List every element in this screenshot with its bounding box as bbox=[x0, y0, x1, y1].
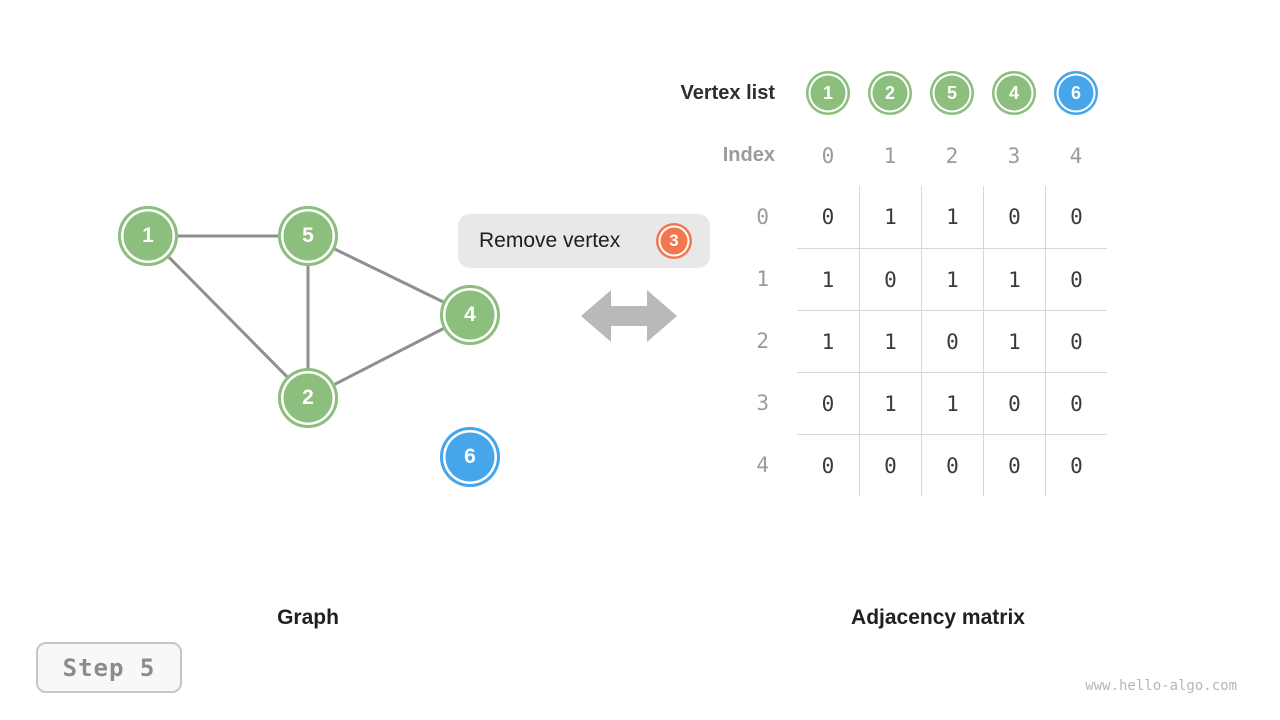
graph-node-4: 4 bbox=[440, 285, 500, 345]
matrix-cell: 0 bbox=[983, 434, 1045, 496]
matrix-cell: 0 bbox=[921, 434, 983, 496]
vertex-list-label: Vertex list bbox=[680, 81, 775, 104]
matrix-cell: 0 bbox=[983, 372, 1045, 434]
matrix-row-label: 4 bbox=[756, 453, 769, 477]
graph-node-6: 6 bbox=[440, 427, 500, 487]
operation-label: Remove vertex bbox=[479, 229, 621, 252]
matrix-cell: 0 bbox=[1045, 248, 1107, 310]
adjacency-matrix-panel: Vertex list 1 2 5 4 6 Index 0 1 2 3 4 0 … bbox=[640, 61, 1107, 496]
matrix-row-label: 2 bbox=[756, 329, 769, 353]
vertex-list-item: 5 bbox=[921, 61, 983, 125]
vertex-circle-1: 1 bbox=[806, 71, 850, 115]
index-value: 4 bbox=[1069, 143, 1083, 168]
vertex-circle-4: 4 bbox=[992, 71, 1036, 115]
vertex-list-item: 4 bbox=[983, 61, 1045, 125]
matrix-cell: 0 bbox=[983, 186, 1045, 248]
vertex-list-item: 6 bbox=[1045, 61, 1107, 125]
matrix-cell: 1 bbox=[983, 248, 1045, 310]
matrix-cell: 1 bbox=[921, 372, 983, 434]
matrix-cell: 0 bbox=[1045, 186, 1107, 248]
watermark: www.hello-algo.com bbox=[1085, 678, 1237, 694]
matrix-cell: 0 bbox=[921, 310, 983, 372]
double-arrow-icon bbox=[581, 290, 677, 342]
index-value: 0 bbox=[821, 143, 835, 168]
matrix-row-label: 1 bbox=[756, 267, 769, 291]
edge-1-2 bbox=[146, 234, 310, 400]
graph-node-label: 5 bbox=[302, 224, 314, 247]
matrix-cell: 1 bbox=[859, 372, 921, 434]
remove-vertex-button: Remove vertex 3 bbox=[458, 214, 710, 268]
matrix-cell: 0 bbox=[1045, 310, 1107, 372]
matrix-cell: 1 bbox=[983, 310, 1045, 372]
matrix-cell: 0 bbox=[859, 434, 921, 496]
index-value: 2 bbox=[945, 143, 959, 168]
vertex-circle-2: 2 bbox=[868, 71, 912, 115]
graph-node-2: 2 bbox=[278, 368, 338, 428]
matrix-cell: 0 bbox=[1045, 372, 1107, 434]
matrix-cell: 1 bbox=[797, 310, 859, 372]
matrix-row-label: 0 bbox=[756, 205, 769, 229]
step-indicator: Step 5 bbox=[36, 642, 182, 693]
step-label: Step 5 bbox=[62, 653, 156, 682]
index-value: 3 bbox=[1007, 143, 1021, 168]
matrix-caption: Adjacency matrix bbox=[851, 606, 1025, 629]
graph-node-1: 1 bbox=[118, 206, 178, 266]
matrix-cell: 0 bbox=[797, 434, 859, 496]
graph-node-label: 6 bbox=[464, 445, 476, 468]
index-label: Index bbox=[722, 144, 775, 166]
vertex-circle-5: 5 bbox=[930, 71, 974, 115]
matrix-cell: 1 bbox=[921, 186, 983, 248]
graph-node-label: 4 bbox=[464, 303, 476, 326]
vertex-circle-6: 6 bbox=[1054, 71, 1098, 115]
vertex-badge-3: 3 bbox=[656, 223, 692, 259]
matrix-cell: 0 bbox=[859, 248, 921, 310]
matrix-cell: 0 bbox=[797, 372, 859, 434]
graph-node-label: 2 bbox=[302, 386, 314, 409]
graph-node-5: 5 bbox=[278, 206, 338, 266]
matrix-row-label: 3 bbox=[756, 391, 769, 415]
matrix-cell: 1 bbox=[859, 310, 921, 372]
matrix-cell: 1 bbox=[859, 186, 921, 248]
matrix-cell: 1 bbox=[921, 248, 983, 310]
graph-caption: Graph bbox=[277, 606, 339, 629]
matrix-cell: 0 bbox=[821, 205, 835, 229]
matrix-cell: 0 bbox=[1045, 434, 1107, 496]
index-value: 1 bbox=[883, 143, 897, 168]
vertex-list-item: 2 bbox=[859, 61, 921, 125]
matrix-cell: 1 bbox=[797, 248, 859, 310]
vertex-list-item: 1 bbox=[797, 61, 859, 125]
graph-node-label: 1 bbox=[142, 224, 154, 247]
